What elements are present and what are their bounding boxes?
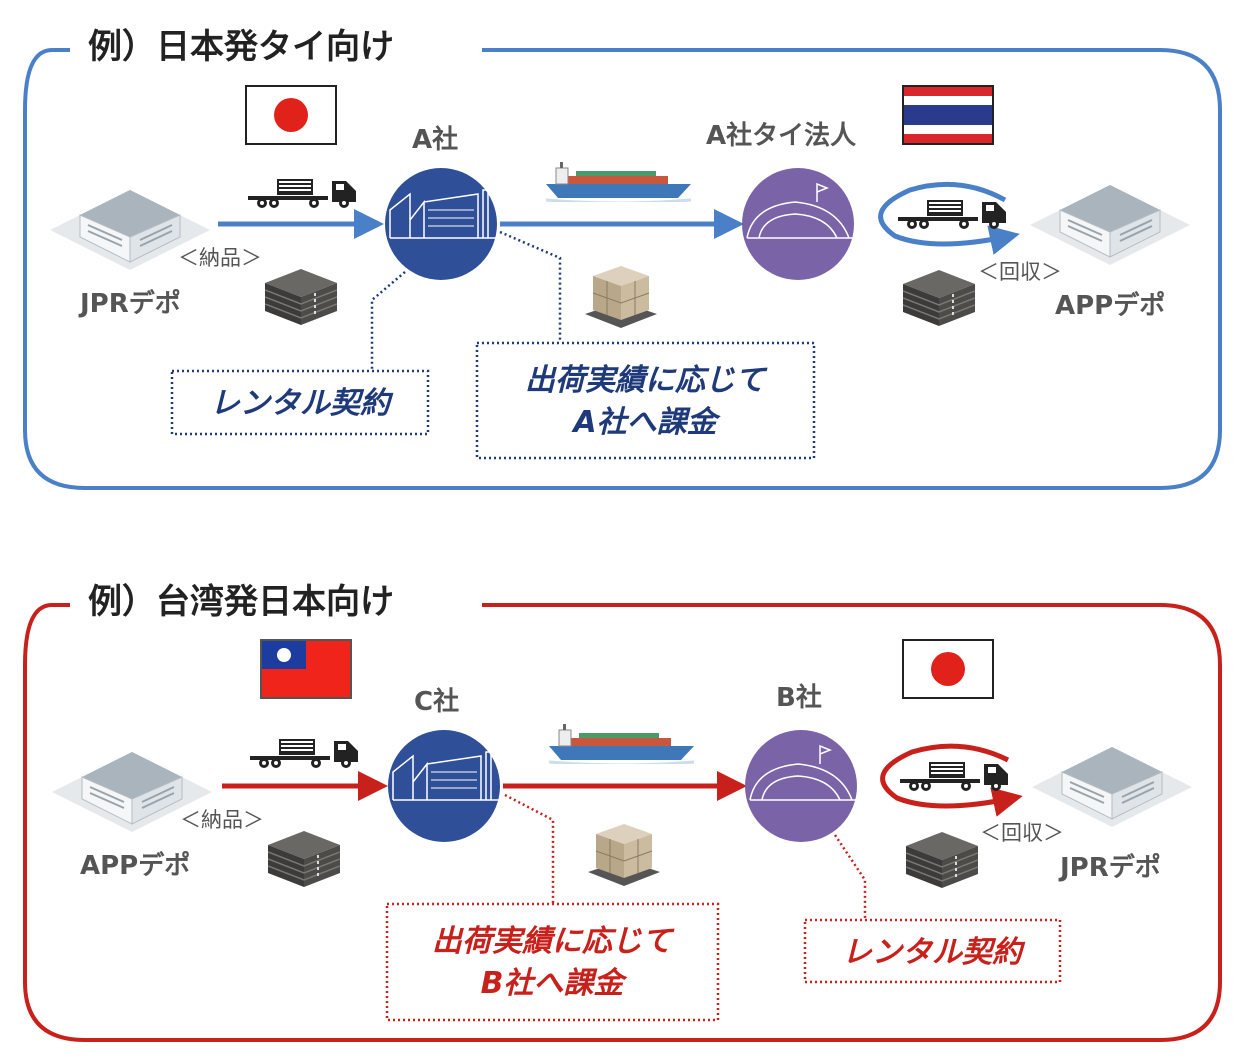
truck-icon	[250, 739, 359, 769]
connector	[833, 834, 867, 920]
connector	[499, 230, 562, 342]
japan-flag	[902, 639, 994, 699]
origin-depot-label: JPRデポ	[78, 288, 181, 319]
shipper-circle	[385, 168, 497, 280]
panel-border	[23, 603, 1222, 1042]
panel-title: 例）日本発タイ向け	[88, 27, 394, 67]
pallet-icon	[268, 830, 340, 887]
ship-icon	[546, 162, 691, 202]
panel-title: 例）台湾発日本向け	[88, 582, 394, 622]
svg-text:出荷実績に応じて: 出荷実績に応じて	[432, 924, 675, 959]
japan-flag	[245, 85, 337, 145]
pallet-icon	[903, 269, 975, 326]
thailand-flag	[902, 85, 994, 145]
svg-text:レンタル契約: レンタル契約	[842, 935, 1026, 970]
cargo-pallet-icon	[585, 265, 657, 329]
delivery-label: ＜納品＞	[178, 246, 262, 270]
svg-text:レンタル契約: レンタル契約	[210, 386, 394, 421]
shipper-circle	[388, 730, 500, 842]
ship-icon	[549, 724, 694, 764]
receiver-label: A社タイ法人	[706, 120, 856, 151]
rental-contract-note: レンタル契約	[803, 918, 1062, 984]
destination-depot-label: JPRデポ	[1058, 852, 1161, 883]
destination-depot-label: APPデポ	[1055, 290, 1165, 321]
connector	[504, 793, 555, 903]
svg-text:出荷実績に応じて: 出荷実績に応じて	[525, 363, 768, 398]
cargo-pallet-icon	[588, 823, 660, 887]
pallet-icon	[265, 268, 337, 325]
svg-text:A社へ課金: A社へ課金	[571, 405, 721, 440]
origin-depot-label: APPデポ	[80, 850, 190, 881]
collection-label: ＜回収＞	[980, 821, 1064, 845]
collection-label: ＜回収＞	[978, 260, 1062, 284]
receiver-circle	[745, 730, 857, 842]
panel-japan-to-thailand: 例）日本発タイ向け JPRデポ ＜納品＞ A社 A社タイ法人 ＜回収＞ APPデ…	[23, 27, 1222, 490]
delivery-label: ＜納品＞	[180, 808, 264, 832]
connector	[370, 271, 406, 370]
truck-icon	[900, 762, 1009, 792]
return-loop-arrow	[880, 743, 1023, 817]
panel-border	[23, 48, 1222, 490]
warehouse-icon	[1032, 746, 1192, 827]
truck-icon	[898, 200, 1007, 230]
billing-note: 出荷実績に応じて B社へ課金	[385, 902, 720, 1022]
panel-taiwan-to-japan: 例）台湾発日本向け APPデポ ＜納品＞ C社 B社 ＜回収＞ JPRデポ 出荷…	[23, 582, 1222, 1042]
shipper-label: C社	[414, 686, 459, 717]
rental-contract-note: レンタル契約	[170, 369, 430, 436]
taiwan-flag	[260, 639, 352, 699]
truck-icon	[248, 179, 357, 209]
shipper-label: A社	[412, 124, 458, 155]
receiver-circle	[742, 168, 854, 280]
svg-text:B社へ課金: B社へ課金	[481, 966, 629, 1001]
receiver-label: B社	[776, 682, 822, 713]
pallet-icon	[906, 831, 978, 888]
return-loop-arrow	[878, 181, 1020, 255]
billing-note: 出荷実績に応じて A社へ課金	[475, 341, 816, 460]
warehouse-icon	[1030, 184, 1190, 265]
